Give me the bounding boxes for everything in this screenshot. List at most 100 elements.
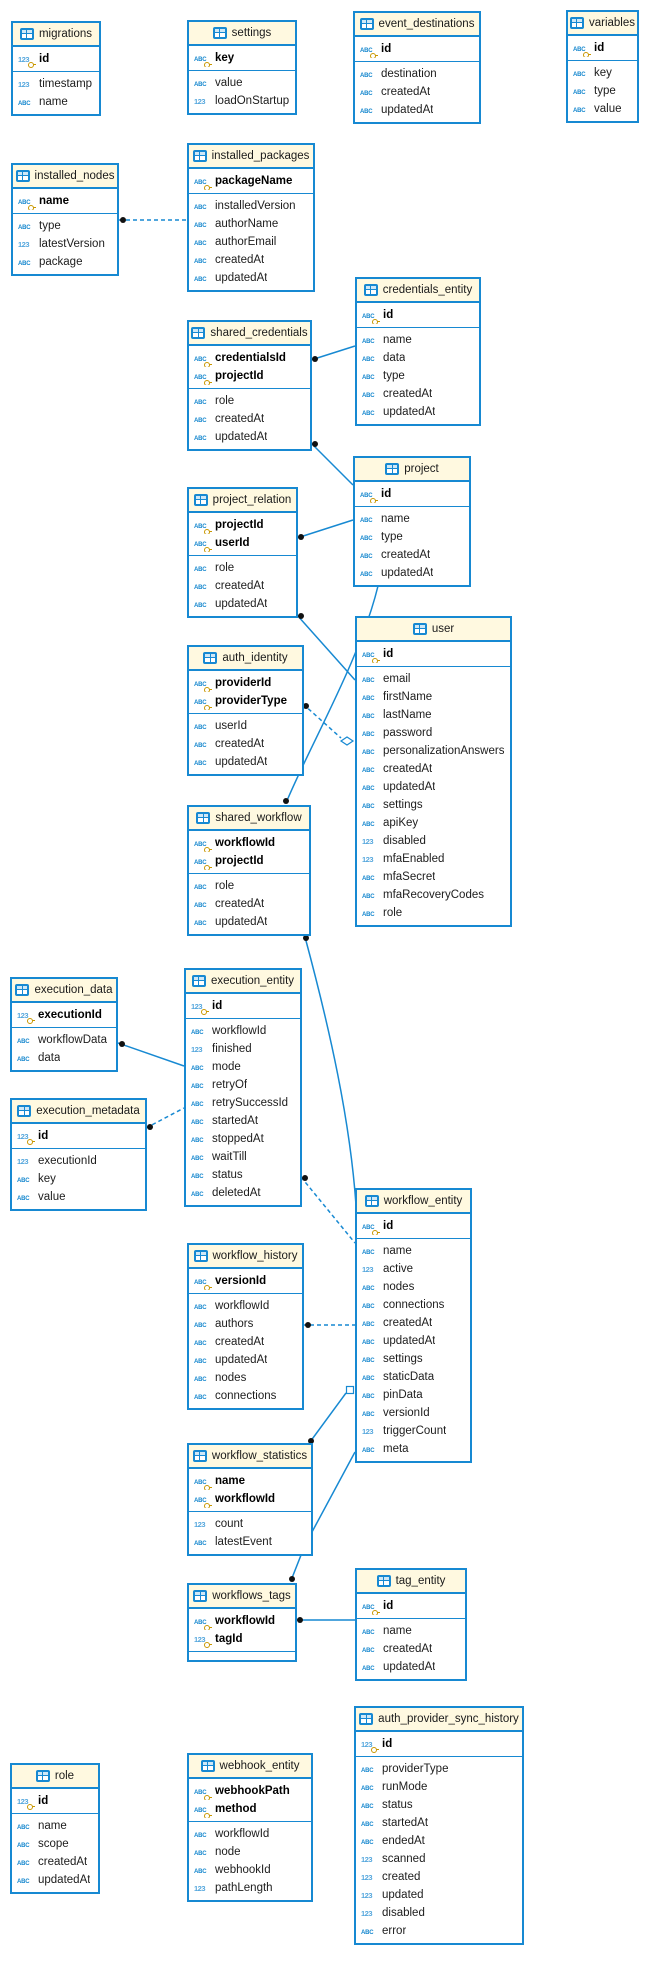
table-header[interactable]: shared_workflow: [189, 807, 309, 831]
relationship-execution_data-execution_entity[interactable]: [117, 1041, 185, 1067]
table-header[interactable]: project: [355, 458, 469, 482]
table-header[interactable]: auth_provider_sync_history: [356, 1708, 522, 1732]
relationship-line[interactable]: [285, 585, 379, 804]
relationship-line[interactable]: [310, 442, 354, 486]
relationship-project-shared_workflow[interactable]: [283, 585, 379, 804]
table-header[interactable]: role: [12, 1765, 98, 1789]
relationship-workflow_statistics-workflow_entity[interactable]: [308, 1385, 355, 1445]
table-header[interactable]: workflow_statistics: [189, 1445, 311, 1469]
table-header[interactable]: settings: [189, 22, 295, 46]
table-header[interactable]: installed_nodes: [13, 165, 117, 189]
relationship-line[interactable]: [302, 703, 342, 739]
relationship-installed_nodes-installed_packages[interactable]: [119, 217, 187, 223]
table-header[interactable]: user: [357, 618, 510, 642]
relationship-workflow_history-workflow_entity[interactable]: [303, 1322, 355, 1328]
table-header[interactable]: event_destinations: [355, 13, 479, 37]
relationship-line[interactable]: [145, 1107, 185, 1129]
table-header[interactable]: execution_entity: [186, 970, 300, 994]
table-header[interactable]: execution_data: [12, 979, 116, 1003]
table-header[interactable]: project_relation: [189, 489, 296, 513]
relationship-shared_credentials-project[interactable]: [310, 441, 354, 486]
table-header[interactable]: tag_entity: [357, 1570, 465, 1594]
